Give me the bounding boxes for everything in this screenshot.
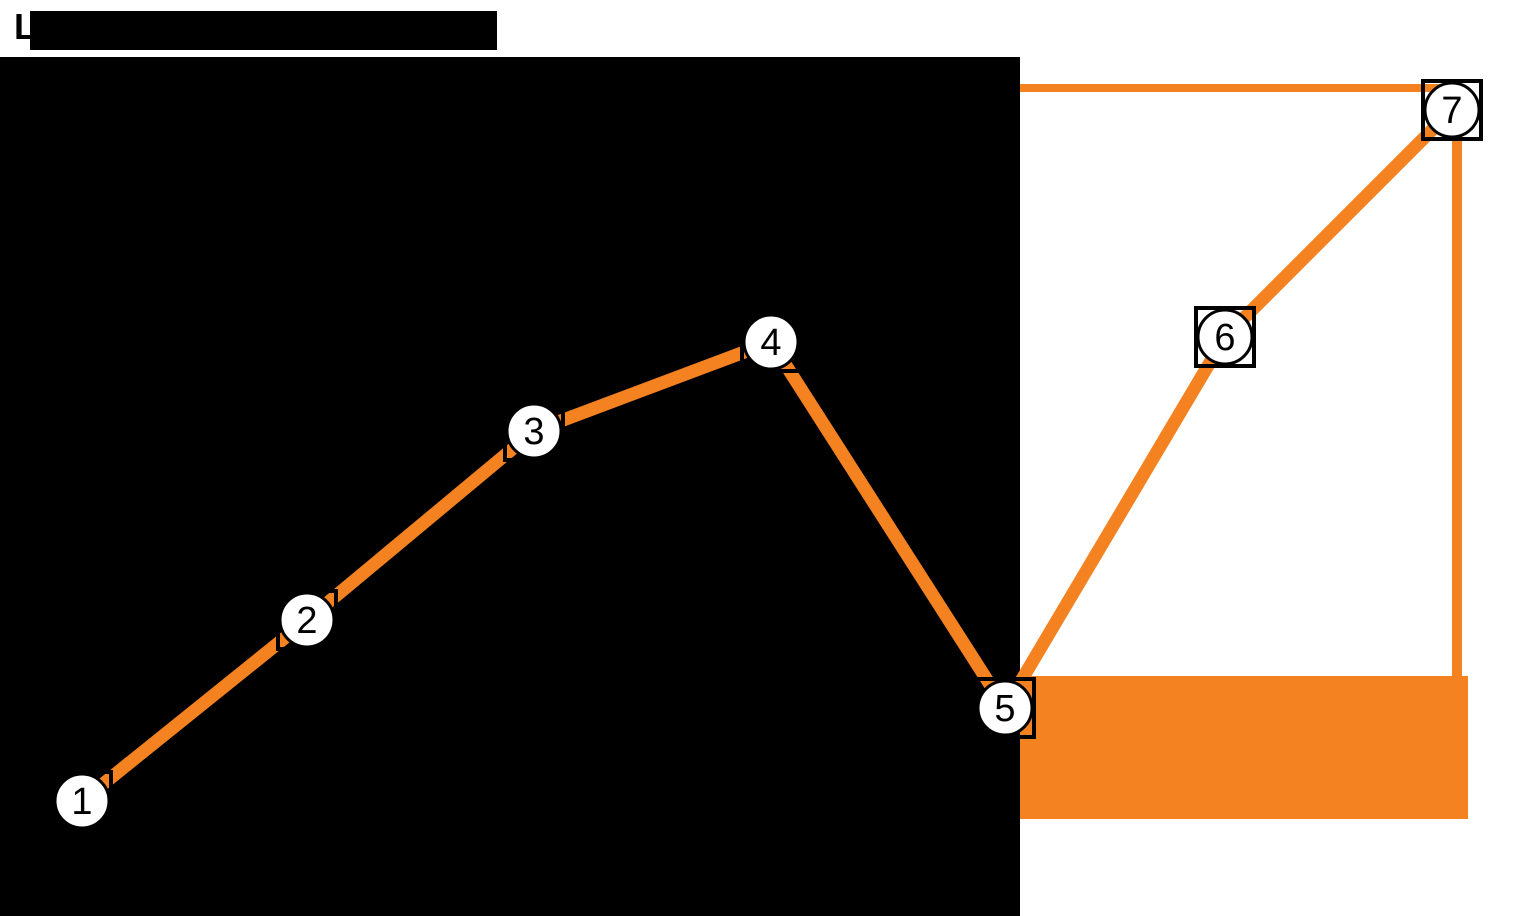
marker-circle — [53, 772, 111, 830]
marker-point-3: 3 — [503, 400, 565, 462]
marker-label: 3 — [523, 411, 544, 453]
marker-point-6: 6 — [1194, 306, 1256, 368]
marker-circle — [976, 679, 1034, 737]
marker-square-outline — [51, 770, 113, 832]
marker-label: 2 — [296, 600, 317, 642]
orange-area-band — [1020, 676, 1468, 819]
marker-square-outline — [1194, 306, 1256, 368]
marker-label: 7 — [1441, 90, 1462, 132]
marker-point-7: 7 — [1421, 79, 1483, 141]
marker-square-outline — [503, 400, 565, 462]
marker-point-5: 5 — [974, 677, 1036, 739]
marker-circle — [278, 591, 336, 649]
marker-label: 4 — [760, 322, 781, 364]
marker-circle — [1423, 81, 1481, 139]
marker-point-1: 1 — [51, 770, 113, 832]
black-overlay-panel — [0, 57, 1020, 916]
marker-square-outline — [974, 677, 1036, 739]
marker-circle — [505, 402, 563, 460]
frame-right-line — [1452, 84, 1462, 684]
marker-circle — [1196, 308, 1254, 366]
marker-label: 1 — [71, 781, 92, 823]
title-redaction-bar — [30, 11, 497, 50]
marker-label: 6 — [1214, 317, 1235, 359]
marker-point-4: 4 — [740, 311, 802, 373]
marker-square-outline — [276, 589, 338, 651]
marker-label: 5 — [994, 688, 1015, 730]
marker-square-outline — [1421, 79, 1483, 141]
marker-square-outline — [740, 311, 802, 373]
marker-circle — [742, 313, 800, 371]
frame-top-line — [1020, 84, 1462, 92]
marker-point-2: 2 — [276, 589, 338, 651]
